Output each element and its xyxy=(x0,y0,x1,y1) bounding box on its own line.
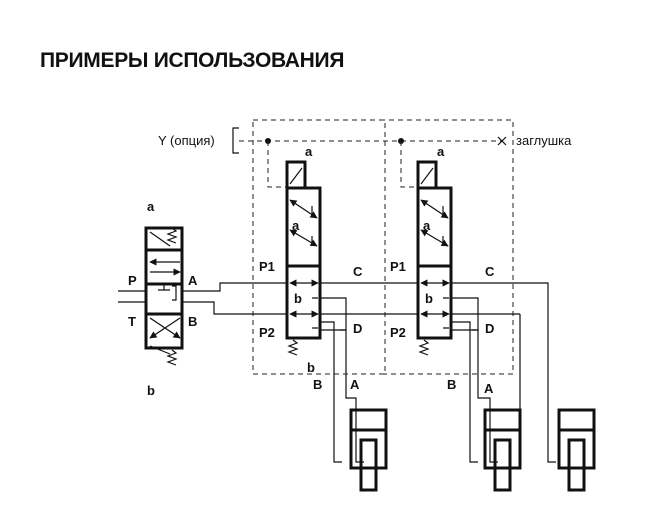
s1-a-label: a xyxy=(305,144,313,159)
cylinder-icon xyxy=(349,408,388,492)
spring-icon xyxy=(287,339,299,356)
port-t-label: T xyxy=(128,314,136,329)
page-title: ПРИМЕРЫ ИСПОЛЬЗОВАНИЯ xyxy=(40,49,345,72)
cylinder-icon xyxy=(557,408,596,492)
s1-b2-label: b xyxy=(307,360,315,375)
s1-aport-label: A xyxy=(350,377,360,392)
s1-p2-label: P2 xyxy=(259,325,275,340)
s1-d-label: D xyxy=(353,321,362,336)
directional-valve-symbol xyxy=(144,226,184,355)
s1-a2-label: a xyxy=(292,218,300,233)
port-b-label: B xyxy=(188,314,197,329)
supply-lines xyxy=(182,282,556,463)
port-a-label: A xyxy=(188,273,198,288)
s2-a-label: a xyxy=(437,144,445,159)
s1-b-label: b xyxy=(294,291,302,306)
s2-aport-label: A xyxy=(484,381,494,396)
section-valve-1 xyxy=(285,160,364,463)
y-option-label: Y (опция) xyxy=(158,133,215,148)
spring-icon xyxy=(166,227,178,366)
port-p-label: P xyxy=(128,273,137,288)
s2-bport-label: B xyxy=(447,377,456,392)
left-a-label: a xyxy=(147,199,155,214)
s1-bport-label: B xyxy=(313,377,322,392)
s2-d-label: D xyxy=(485,321,494,336)
section-valve-2 xyxy=(416,160,498,463)
left-b-label: b xyxy=(147,383,155,398)
s2-p2-label: P2 xyxy=(390,325,406,340)
plug-x-icon xyxy=(497,136,507,146)
s1-c-label: C xyxy=(353,264,363,279)
pilot-line xyxy=(232,127,502,188)
cylinder-icon xyxy=(483,408,522,492)
s2-b-label: b xyxy=(425,291,433,306)
s2-c-label: C xyxy=(485,264,495,279)
s1-p1-label: P1 xyxy=(259,259,275,274)
s2-p1-label: P1 xyxy=(390,259,406,274)
spring-icon xyxy=(418,339,430,356)
plug-label: заглушка xyxy=(516,133,572,148)
manifold-enclosure xyxy=(252,119,514,375)
s2-a2-label: a xyxy=(423,218,431,233)
